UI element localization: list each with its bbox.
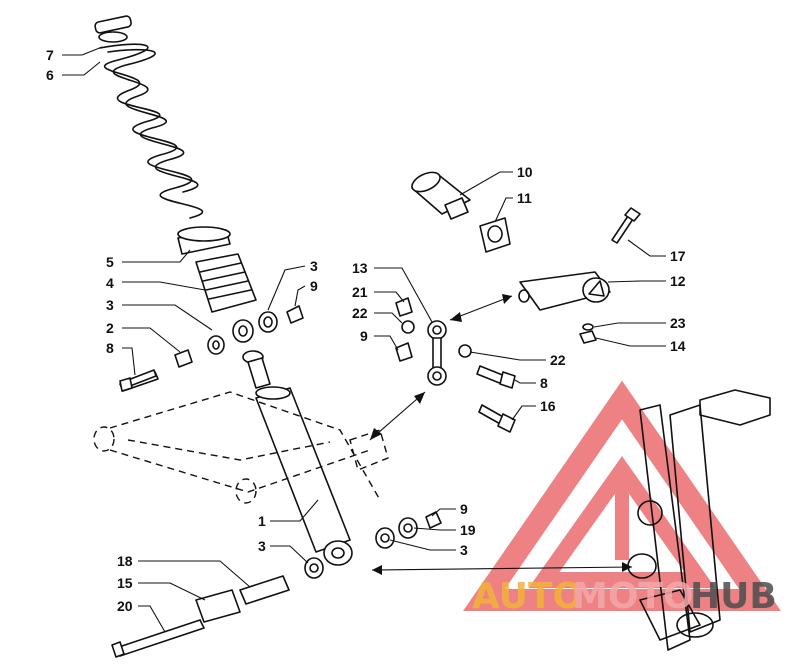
lower-bushings [111,511,442,658]
callout-14: 14 [670,338,686,354]
callout-16: 16 [540,398,556,414]
callout-3-lower-left: 3 [258,538,266,554]
callout-2: 2 [106,320,114,336]
callout-1: 1 [258,513,266,529]
callout-3-upper-right: 3 [310,258,318,274]
callout-9-link: 9 [360,328,368,344]
callout-7: 7 [46,47,54,63]
callout-23: 23 [670,315,686,331]
callout-11: 11 [517,190,532,206]
steering-knuckle [627,389,771,651]
callout-12: 12 [670,273,686,289]
callout-6: 6 [46,67,54,83]
bolt-left [119,369,157,392]
callout-5: 5 [106,254,114,270]
watermark-hub: HUB [690,576,777,617]
callout-4: 4 [106,275,114,291]
callout-3-lower-right: 3 [460,542,468,558]
sway-bar-arm [411,171,641,344]
coil-spring [94,15,204,219]
callout-9-upper: 9 [310,278,318,294]
watermark-auto: AUTO [472,576,583,617]
callout-labels: 7 6 5 4 3 2 8 3 9 10 11 17 12 13 21 22 9… [46,47,686,614]
shock-absorber [242,350,353,566]
callout-20: 20 [117,598,133,614]
watermark-logo [463,380,781,611]
watermark-moto: MOTO [572,576,694,617]
callout-22-left: 22 [352,305,368,321]
a-arm-frame [93,391,389,504]
callout-22-right: 22 [550,352,566,368]
callout-8-link: 8 [540,375,548,391]
callout-3-upper-left: 3 [106,297,114,313]
callout-8-upper: 8 [106,340,114,356]
bump-stop-boot [195,253,257,313]
callout-21: 21 [352,284,368,300]
watermark-text: AUTO MOTO HUB [472,576,777,617]
spring-seat [177,226,231,255]
callout-10: 10 [517,164,533,180]
upper-bushings [119,305,304,392]
callout-15: 15 [117,575,133,591]
callout-19: 19 [460,522,476,538]
assembly-arrows [369,294,633,575]
callout-13: 13 [352,260,368,276]
callout-18: 18 [117,553,133,569]
callout-9-lower: 9 [460,501,468,517]
leader-lines [62,46,666,633]
stabilizer-link [395,297,516,433]
callout-17: 17 [670,248,686,264]
